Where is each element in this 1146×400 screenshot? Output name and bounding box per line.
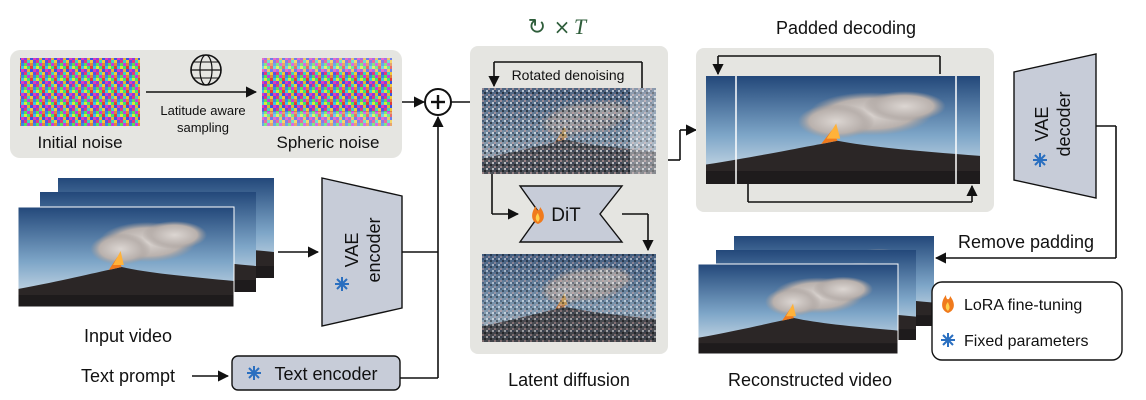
padded-frame-image xyxy=(706,76,980,184)
padded-decoding-title: Padded decoding xyxy=(776,18,916,38)
reconstructed-video-label: Reconstructed video xyxy=(728,370,892,390)
text-encoder-snowflake-icon xyxy=(247,366,261,380)
legend-fixed-label: Fixed parameters xyxy=(964,333,1089,350)
remove-padding-label: Remove padding xyxy=(958,232,1094,252)
input-video-stack xyxy=(17,178,274,308)
input-video-frame xyxy=(18,207,235,307)
sampling-label-line2: sampling xyxy=(177,120,229,135)
vae-encoder-label-line1: VAE xyxy=(342,233,362,268)
vae-encoder-label-line2: encoder xyxy=(364,217,384,282)
latent-diffusion-label: Latent diffusion xyxy=(508,370,630,390)
reconstructed-video-frame xyxy=(698,264,898,354)
loop-times-symbol: × xyxy=(554,15,571,39)
fixed-snowflake-icon xyxy=(941,333,955,347)
initial-noise-image xyxy=(20,58,140,126)
loop-symbol-icon: ↻ xyxy=(528,15,546,40)
vae-encoder-block xyxy=(321,177,403,327)
text-encoder-label: Text encoder xyxy=(274,364,377,384)
dit-label: DiT xyxy=(551,205,581,226)
globe-icon xyxy=(190,54,222,86)
rotated-denoising-label: Rotated denoising xyxy=(512,67,625,83)
spheric-noise-image xyxy=(262,58,392,126)
vae-decoder-label-line2: decoder xyxy=(1054,91,1074,156)
vae-encoder-snowflake-icon xyxy=(335,277,349,291)
initial-noise-label: Initial noise xyxy=(37,133,122,152)
text-prompt-label: Text prompt xyxy=(81,366,175,386)
input-video-label: Input video xyxy=(84,326,172,346)
sampling-label-line1: Latitude aware xyxy=(160,103,245,118)
plus-node-icon xyxy=(424,88,452,116)
vae-decoder-label-line1: VAE xyxy=(1032,107,1052,142)
dit-flame-icon xyxy=(532,206,544,224)
text-encoder-block xyxy=(231,355,401,391)
denoised-latent-image xyxy=(482,254,656,342)
vae-decoder-snowflake-icon xyxy=(1033,153,1047,167)
loop-times-t: ↻ × T xyxy=(528,14,588,40)
lora-flame-icon xyxy=(942,295,954,313)
legend-lora-label: LoRA fine-tuning xyxy=(964,297,1082,314)
rotated-latent-image xyxy=(482,88,656,174)
spheric-noise-label: Spheric noise xyxy=(276,133,379,152)
legend-box xyxy=(931,281,1123,361)
reconstructed-video-stack xyxy=(697,236,934,355)
loop-variable: T xyxy=(574,14,588,39)
vae-decoder-block xyxy=(1013,53,1097,199)
